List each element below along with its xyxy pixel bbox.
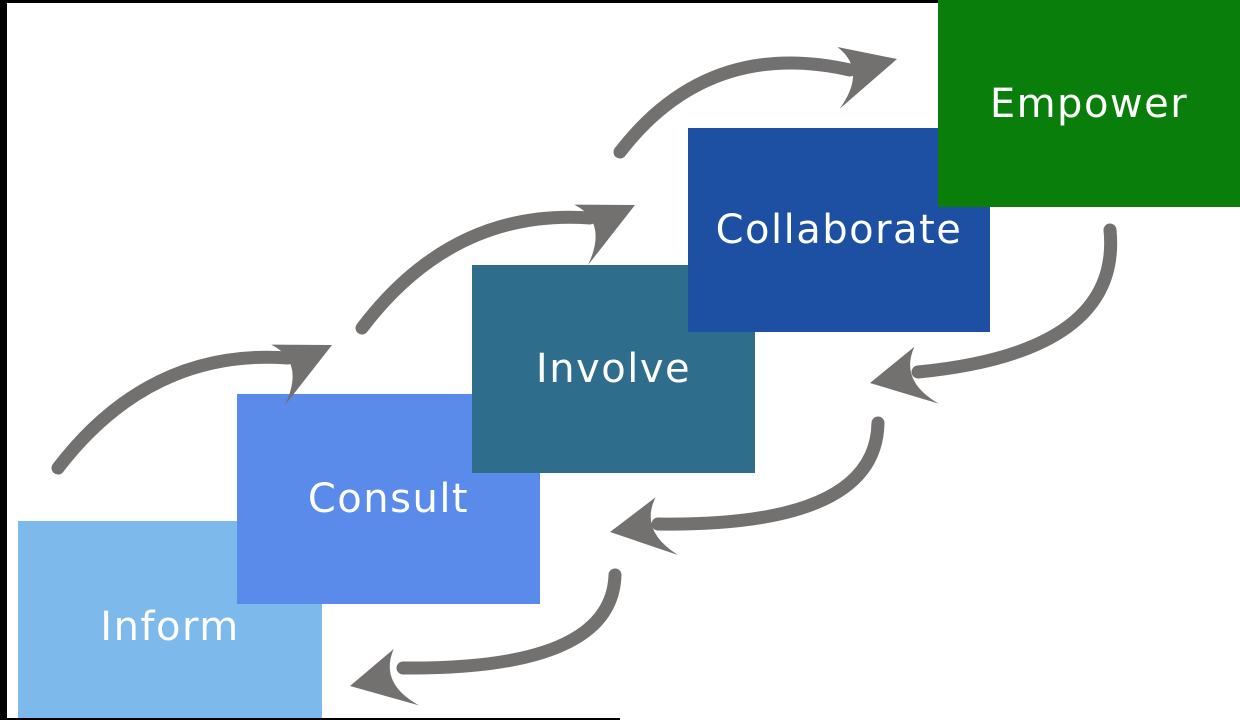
curved-down-arrow-1-head xyxy=(870,346,939,404)
slide-edge-left xyxy=(0,0,7,720)
slide-edge-bottom xyxy=(0,718,620,720)
step-label-consult: Consult xyxy=(307,476,470,522)
curved-up-arrow-3-head xyxy=(837,47,897,109)
step-label-empower: Empower xyxy=(989,80,1189,127)
slide-edge-top xyxy=(0,0,938,3)
step-label-involve: Involve xyxy=(535,346,692,392)
curved-down-arrow-3-head xyxy=(350,649,419,706)
step-box-empower: Empower xyxy=(938,0,1240,207)
curved-down-arrow-2-head xyxy=(610,497,678,555)
step-label-collaborate: Collaborate xyxy=(715,207,963,253)
curved-up-arrow-2-head xyxy=(574,204,635,266)
step-label-inform: Inform xyxy=(100,604,240,650)
